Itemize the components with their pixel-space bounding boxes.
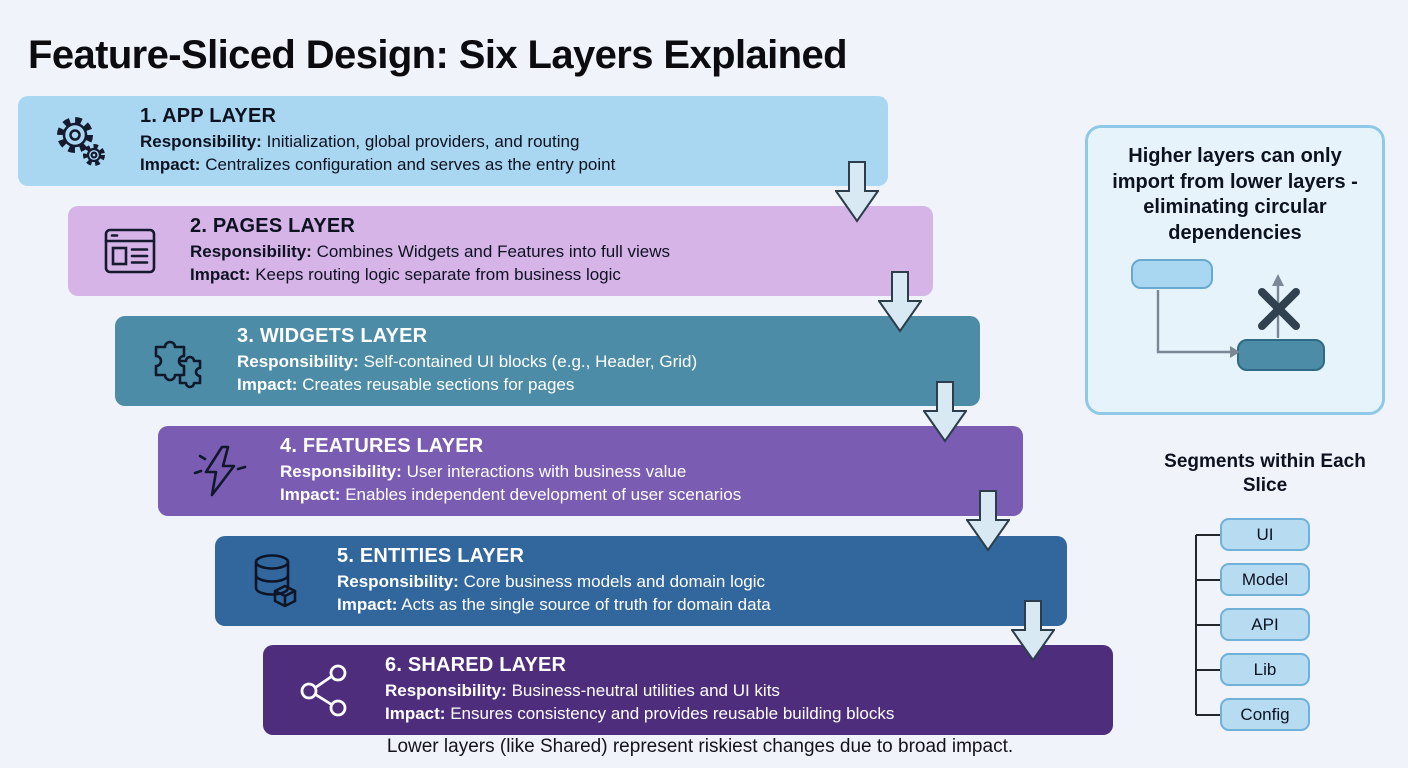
- layer-title: 2. PAGES LAYER: [190, 214, 356, 237]
- responsibility-text: Initialization, global providers, and ro…: [266, 131, 580, 151]
- layer-card-shared: 6. SHARED LAYER Responsibility: Business…: [263, 645, 1113, 735]
- upper-layer-box: [1131, 259, 1213, 290]
- down-arrow-icon: [878, 271, 922, 333]
- layer-responsibility: Responsibility: Core business models and…: [337, 571, 771, 593]
- segment-chip-ui: UI: [1220, 518, 1310, 551]
- down-arrow-icon: [966, 490, 1010, 552]
- responsibility-text: User interactions with business value: [406, 461, 687, 481]
- impact-label: Impact:: [190, 265, 251, 284]
- layer-impact: Impact: Centralizes configuration and se…: [140, 154, 615, 176]
- responsibility-text: Business-neutral utilities and UI kits: [511, 680, 780, 700]
- layer-impact: Impact: Creates reusable sections for pa…: [237, 374, 697, 396]
- impact-label: Impact:: [385, 704, 446, 723]
- browser-window-icon: [94, 226, 166, 276]
- layer-responsibility: Responsibility: Initialization, global p…: [140, 131, 615, 153]
- puzzle-icon: [141, 333, 213, 389]
- impact-text: Centralizes configuration and serves as …: [205, 155, 616, 174]
- gear-icon: [44, 111, 116, 171]
- layer-title: 1. APP LAYER: [140, 104, 277, 127]
- segment-chip-config: Config: [1220, 698, 1310, 731]
- cross-icon: [1258, 288, 1300, 331]
- layer-card-app: 1. APP LAYER Responsibility: Initializat…: [18, 96, 888, 186]
- import-rule-text: Higher layers can only import from lower…: [1112, 145, 1358, 244]
- layer-title: 6. SHARED LAYER: [385, 653, 567, 676]
- responsibility-text: Self-contained UI blocks (e.g., Header, …: [363, 351, 698, 371]
- impact-label: Impact:: [337, 595, 398, 614]
- responsibility-text: Combines Widgets and Features into full …: [316, 241, 670, 261]
- lower-layer-box: [1237, 339, 1325, 372]
- layer-responsibility: Responsibility: Business-neutral utiliti…: [385, 680, 894, 702]
- share-nodes-icon: [289, 663, 361, 717]
- layer-title: 5. ENTITIES LAYER: [337, 544, 525, 567]
- import-rule-diagram: [1131, 259, 1325, 372]
- segments-title: Segments within Each Slice: [1164, 451, 1366, 496]
- import-rule-callout: Higher layers can only import from lower…: [1085, 125, 1385, 415]
- impact-text: Keeps routing logic separate from busine…: [255, 265, 621, 284]
- responsibility-label: Responsibility:: [190, 241, 312, 261]
- segment-chip-api: API: [1220, 608, 1310, 641]
- impact-text: Creates reusable sections for pages: [302, 375, 575, 394]
- down-arrow-icon: [923, 381, 967, 443]
- responsibility-label: Responsibility:: [337, 571, 459, 591]
- impact-text: Acts as the single source of truth for d…: [401, 595, 771, 614]
- responsibility-label: Responsibility:: [385, 680, 507, 700]
- responsibility-label: Responsibility:: [280, 461, 402, 481]
- down-arrow-icon: [1011, 600, 1055, 662]
- footer-caption: Lower layers (like Shared) represent ris…: [386, 736, 1014, 757]
- layer-card-features: 4. FEATURES LAYER Responsibility: User i…: [158, 426, 1023, 516]
- impact-label: Impact:: [280, 485, 341, 504]
- layer-responsibility: Responsibility: Self-contained UI blocks…: [237, 351, 697, 373]
- responsibility-label: Responsibility:: [237, 351, 359, 371]
- segments-tree-lines: [1195, 534, 1221, 716]
- impact-text: Ensures consistency and provides reusabl…: [450, 704, 895, 723]
- layer-card-widgets: 3. WIDGETS LAYER Responsibility: Self-co…: [115, 316, 980, 406]
- down-arrow-icon: [835, 161, 879, 223]
- layer-card-entities: 5. ENTITIES LAYER Responsibility: Core b…: [215, 536, 1067, 626]
- layer-title: 4. FEATURES LAYER: [280, 434, 484, 457]
- impact-label: Impact:: [237, 375, 298, 394]
- layer-responsibility: Responsibility: User interactions with b…: [280, 461, 741, 483]
- responsibility-text: Core business models and domain logic: [463, 571, 766, 591]
- database-icon: [241, 552, 313, 610]
- layer-impact: Impact: Keeps routing logic separate fro…: [190, 264, 670, 286]
- layer-responsibility: Responsibility: Combines Widgets and Fea…: [190, 241, 670, 263]
- impact-text: Enables independent development of user …: [345, 485, 742, 504]
- segment-chip-model: Model: [1220, 563, 1310, 596]
- layer-impact: Impact: Ensures consistency and provides…: [385, 703, 894, 725]
- layer-title: 3. WIDGETS LAYER: [237, 324, 428, 347]
- lightning-icon: [184, 444, 256, 498]
- layer-impact: Impact: Enables independent development …: [280, 484, 741, 506]
- allowed-import-arrow: [1156, 290, 1230, 354]
- impact-label: Impact:: [140, 155, 201, 174]
- layer-card-pages: 2. PAGES LAYER Responsibility: Combines …: [68, 206, 933, 296]
- layer-impact: Impact: Acts as the single source of tru…: [337, 594, 771, 616]
- segment-chip-lib: Lib: [1220, 653, 1310, 686]
- page-title: Feature-Sliced Design: Six Layers Explai…: [28, 32, 848, 77]
- responsibility-label: Responsibility:: [140, 131, 262, 151]
